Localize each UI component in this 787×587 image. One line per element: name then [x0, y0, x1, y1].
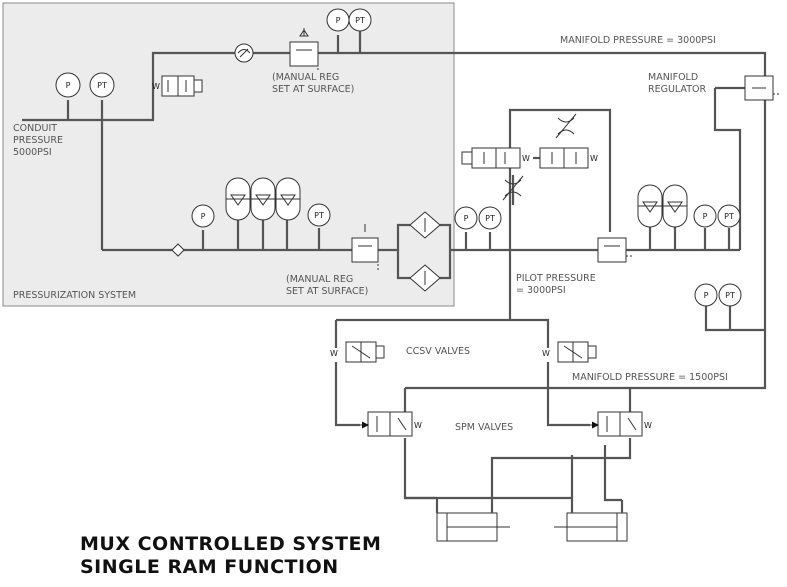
transducer-gauge: PT — [718, 283, 742, 307]
pressure-gauge: P — [191, 204, 215, 228]
transducer-gauge: PT — [307, 203, 331, 227]
manual-reg-label: SET AT SURFACE) — [286, 286, 368, 297]
svg-text:W: W — [522, 154, 530, 163]
svg-text:P: P — [704, 291, 709, 300]
hydraulic-lines — [22, 30, 767, 502]
diagram-title-line1: MUX CONTROLLED SYSTEM — [80, 533, 381, 555]
pilot-regulator-valve — [597, 237, 632, 263]
manifold-pressure-low-label: MANIFOLD PRESSURE = 1500PSI — [572, 372, 728, 383]
check-valve — [171, 243, 185, 257]
pilot-pressure-label: = 3000PSI — [516, 285, 566, 296]
transducer-gauge: PT — [348, 8, 372, 32]
accumulator — [250, 177, 276, 221]
conduit-pressure-value: 5000PSI — [13, 147, 52, 158]
accumulator — [225, 177, 251, 221]
transducer-gauge: PT — [89, 72, 115, 98]
solenoid-valve: W — [539, 147, 598, 169]
accumulator — [637, 184, 663, 228]
conduit-pressure-label: PRESSURE — [13, 135, 63, 146]
svg-text:P: P — [336, 16, 341, 25]
svg-text:PT: PT — [97, 81, 107, 90]
svg-text:PT: PT — [725, 291, 735, 300]
svg-text:P: P — [66, 81, 71, 90]
svg-text:W: W — [414, 421, 422, 430]
ram-cylinder — [554, 498, 628, 542]
svg-text:P: P — [464, 214, 469, 223]
accumulator — [662, 184, 688, 228]
manual-reg-label: SET AT SURFACE) — [272, 84, 354, 95]
svg-text:W: W — [330, 349, 338, 358]
svg-text:PT: PT — [485, 214, 495, 223]
ram-cylinder — [435, 498, 510, 542]
manual-regulator-valve — [289, 28, 319, 72]
pressure-gauge: P — [55, 72, 81, 98]
solenoid-valve: W — [461, 147, 530, 169]
manual-reg-label: (MANUAL REG — [286, 274, 353, 285]
manifold-regulator-label: REGULATOR — [648, 84, 706, 95]
filter — [409, 264, 441, 292]
pilot-pressure-label: PILOT PRESSURE — [516, 273, 596, 284]
ccsv-valve: W — [542, 341, 597, 363]
transducer-gauge: PT — [717, 204, 741, 228]
accumulator — [275, 177, 301, 221]
conduit-pressure-label: CONDUIT — [13, 123, 57, 134]
manifold-regulator-label: MANIFOLD — [648, 72, 698, 83]
pressure-gauge: P — [326, 8, 350, 32]
svg-text:PT: PT — [355, 16, 365, 25]
svg-text:W: W — [644, 421, 652, 430]
svg-text:PT: PT — [314, 211, 324, 220]
pressure-gauge: P — [694, 283, 718, 307]
pump-symbol — [234, 43, 254, 63]
pressure-gauge: P — [693, 204, 717, 228]
transducer-gauge: PT — [478, 206, 502, 230]
manual-regulator-valve — [351, 224, 379, 270]
spm-valve: W — [360, 411, 422, 437]
svg-text:P: P — [703, 212, 708, 221]
variable-restrictor — [555, 113, 577, 139]
solenoid-valve: W — [152, 75, 203, 97]
pressurization-system-label: PRESSURIZATION SYSTEM — [13, 290, 136, 301]
ccsv-valves-label: CCSV VALVES — [406, 346, 470, 357]
svg-text:W: W — [152, 82, 160, 91]
variable-restrictor — [502, 175, 524, 201]
spm-valves-label: SPM VALVES — [455, 422, 513, 433]
spm-valve: W — [590, 411, 652, 437]
svg-text:PT: PT — [724, 212, 734, 221]
manifold-regulator-valve — [744, 75, 780, 101]
manifold-pressure-high-label: MANIFOLD PRESSURE = 3000PSI — [560, 35, 716, 46]
ccsv-valve: W — [330, 341, 385, 363]
manual-reg-label: (MANUAL REG — [272, 72, 339, 83]
pressurization-system-panel — [2, 2, 455, 307]
pressure-gauge: P — [454, 206, 478, 230]
svg-text:W: W — [590, 154, 598, 163]
filter — [409, 211, 441, 239]
svg-text:W: W — [542, 349, 550, 358]
svg-text:P: P — [201, 212, 206, 221]
diagram-title-line2: SINGLE RAM FUNCTION — [80, 556, 339, 578]
